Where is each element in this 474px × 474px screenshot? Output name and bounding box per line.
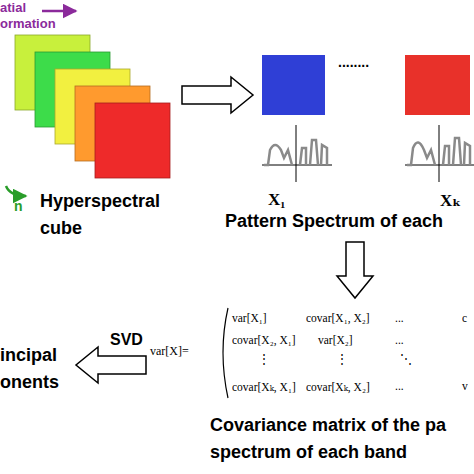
plot-axis	[439, 125, 440, 182]
matrix-entry: covar[Xₖ, X₁]	[232, 380, 296, 394]
matrix-entry: ...	[395, 334, 404, 346]
matrix-entry: ⋱	[400, 352, 412, 367]
annotation-label: Xₖ	[440, 190, 461, 211]
block-arrow	[337, 242, 373, 298]
band-image	[262, 55, 325, 115]
matrix-entry: var[X₁]	[232, 312, 267, 324]
node-caption: Pattern Spectrum of each	[225, 208, 443, 235]
matrix-entry: ...	[395, 380, 404, 392]
matrix-entry: ...	[395, 312, 404, 324]
edge-label: SVD	[110, 331, 143, 349]
diagram-node: Hyperspectral cube	[10, 30, 180, 240]
block-arrow	[182, 77, 253, 113]
block-arrow	[76, 347, 146, 383]
matrix-entry: var[X]=	[150, 344, 189, 359]
matrix-entry: var[X₂]	[318, 334, 353, 346]
node-caption: incipal onents	[0, 342, 72, 396]
matrix-entry: covar[X₁, X₂]	[306, 312, 370, 324]
diagram-node: incipal onents	[0, 338, 74, 400]
annotation-label: atial ormation	[0, 0, 64, 32]
spectral-arrow	[6, 186, 26, 196]
matrix-entry: ⋮	[336, 352, 348, 367]
diagram-node: Pattern Spectrum of each	[255, 50, 474, 240]
spatial-arrow	[42, 10, 76, 13]
annotation-label: n	[14, 198, 23, 214]
matrix-bracket	[223, 308, 228, 398]
node-caption: Covariance matrix of the pa spectrum of …	[210, 412, 474, 466]
pattern-spectrum-plot	[405, 125, 474, 182]
cube-band	[95, 103, 170, 178]
matrix-entry: covar[X₂, X₁]	[232, 334, 296, 346]
spectrum-curve	[407, 138, 470, 165]
matrix-entry: c	[462, 312, 467, 324]
matrix-entry: ⋮	[258, 352, 270, 367]
plot-axis	[296, 125, 297, 182]
spectrum-curve	[264, 140, 327, 165]
band-image	[405, 55, 470, 115]
pattern-spectrum-plot	[262, 125, 332, 182]
annotation-label: ........	[338, 54, 369, 70]
annotation-label: X₁	[268, 190, 285, 210]
matrix-entry: covar[Xₖ, X₂]	[306, 380, 370, 394]
node-caption: Hyperspectral cube	[40, 188, 180, 242]
matrix-entry: v	[462, 380, 468, 392]
